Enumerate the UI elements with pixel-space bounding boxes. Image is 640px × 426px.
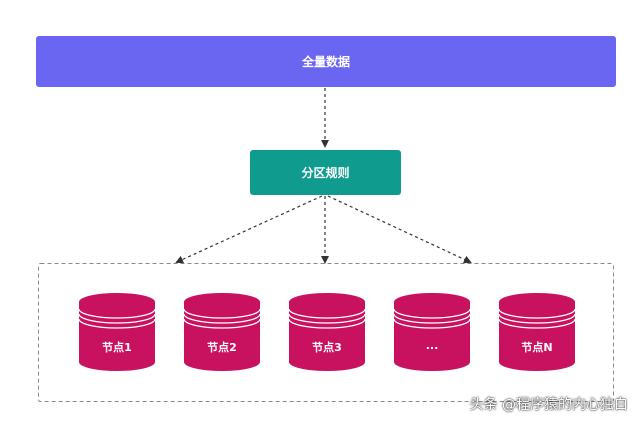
partition-rule-box: 分区规则	[250, 150, 401, 195]
node-label-3: 节点3	[312, 341, 342, 354]
node-label-n: 节点N	[521, 341, 553, 354]
watermark-text: 头条 @程序猿的内心独白	[469, 397, 628, 413]
node-cylinder-2	[183, 293, 261, 371]
node-cylinder-5	[498, 293, 576, 371]
full-data-box: 全量数据	[36, 36, 616, 87]
full-data-label: 全量数据	[301, 55, 350, 69]
node-label-2: 节点2	[207, 341, 237, 354]
node-cylinder-3	[288, 293, 366, 371]
arrow-rule-to-right	[327, 195, 472, 264]
arrow-rule-to-left	[175, 195, 323, 264]
node-cylinder-4	[393, 293, 471, 371]
node-label-ellipsis: ...	[425, 339, 439, 352]
node-group-border	[38, 263, 614, 402]
node-cylinder-1	[78, 293, 156, 371]
partition-rule-label: 分区规则	[301, 166, 350, 180]
node-label-1: 节点1	[102, 341, 132, 354]
